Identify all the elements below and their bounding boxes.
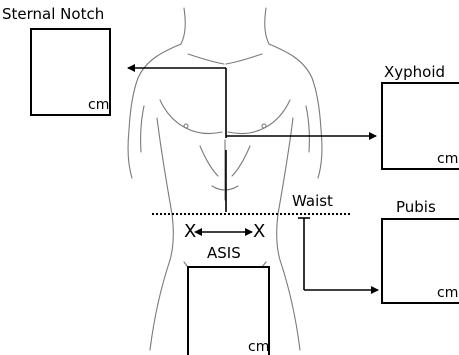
sternal-notch-label: Sternal Notch: [2, 7, 104, 22]
asis-left-marker: X: [184, 223, 196, 241]
asis-label: ASIS: [207, 246, 241, 261]
xyphoid-unit: cm: [437, 152, 458, 166]
pubis-label: Pubis: [396, 200, 436, 215]
sternal-notch-unit: cm: [88, 98, 109, 112]
asis-right-marker: X: [253, 223, 265, 241]
waist-label: Waist: [292, 194, 333, 209]
asis-unit: cm: [248, 340, 269, 354]
xyphoid-label: Xyphoid: [384, 65, 445, 80]
pubis-unit: cm: [437, 286, 458, 300]
